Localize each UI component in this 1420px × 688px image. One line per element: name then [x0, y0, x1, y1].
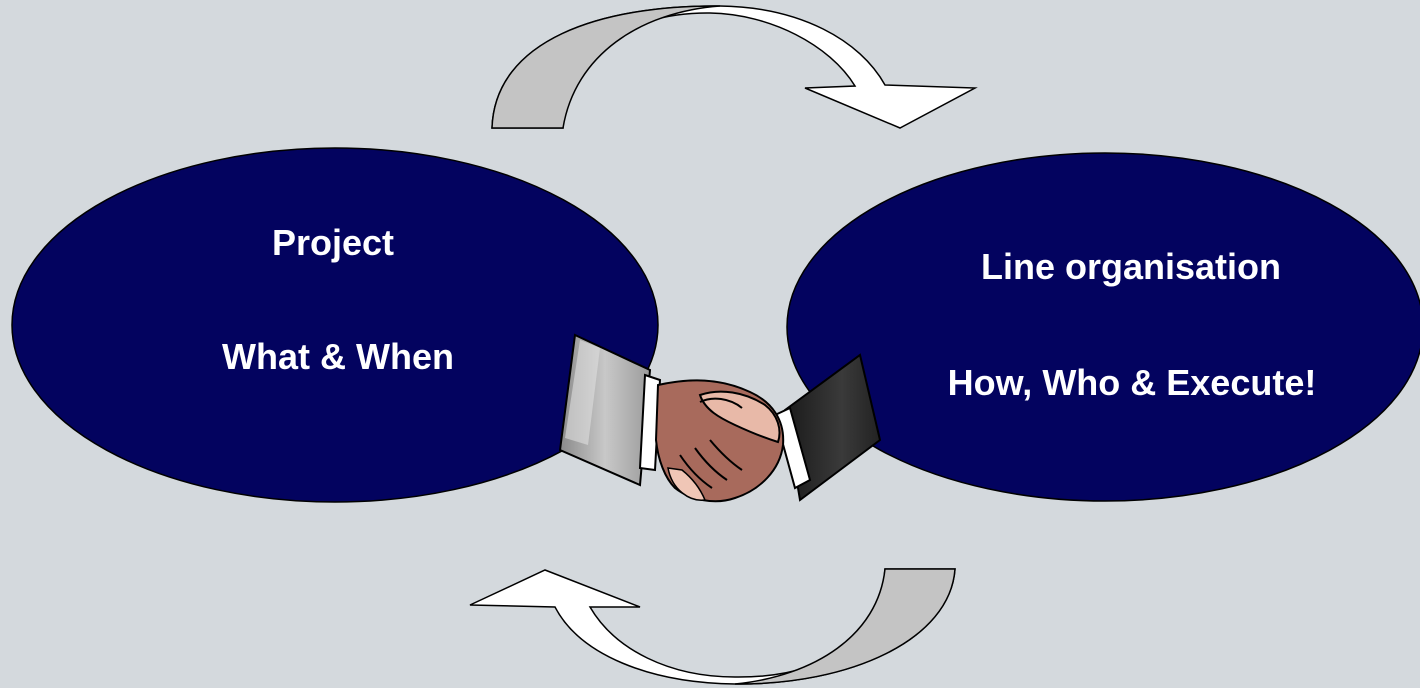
top-curved-arrow-icon	[491, 5, 978, 129]
line-organisation-ellipse	[786, 152, 1420, 502]
line-organisation-subtitle: How, Who & Execute!	[947, 362, 1317, 403]
project-ellipse	[11, 147, 659, 503]
bottom-curved-arrow-icon	[469, 568, 956, 685]
project-title: Project	[271, 222, 395, 263]
line-organisation-title: Line organisation	[980, 246, 1282, 287]
handshake-icon	[558, 333, 882, 503]
project-subtitle: What & When	[222, 336, 454, 377]
